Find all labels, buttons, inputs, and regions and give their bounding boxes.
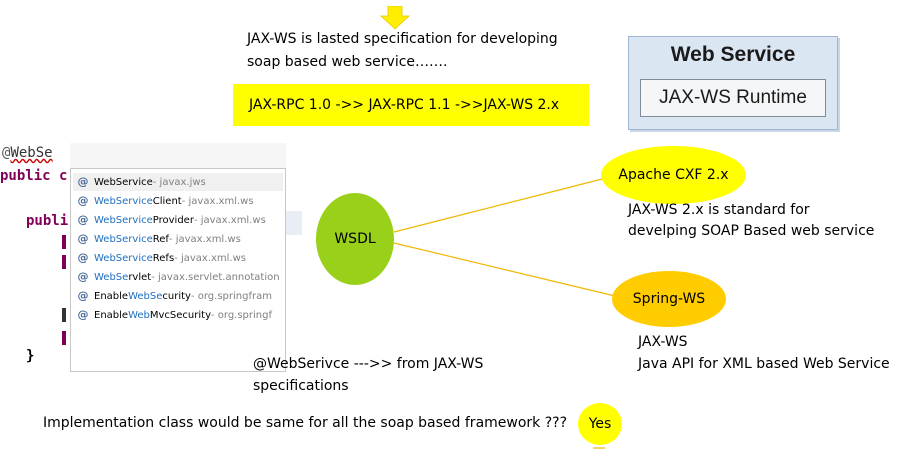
webservice-note-line-1: @WebSerivce --->> from JAX-WS	[253, 356, 484, 372]
code-class-declaration: public c	[0, 168, 68, 184]
web-service-title: Web Service	[670, 43, 796, 66]
cxf-note-line-1: JAX-WS 2.x is standard for	[628, 202, 810, 218]
code-annotation-line: @WebSe	[2, 145, 53, 161]
code-fragment	[62, 255, 66, 269]
popup-detail-tab	[286, 211, 302, 235]
spring-ws-label: Spring-WS	[632, 291, 706, 307]
yes-label: Yes	[588, 416, 612, 432]
yes-node: Yes	[578, 403, 622, 445]
annotation-typed: WebSe	[10, 145, 53, 161]
apache-cxf-label: Apache CXF 2.x	[618, 167, 729, 183]
code-method-declaration: publi	[26, 213, 69, 229]
down-arrow-icon	[380, 6, 410, 30]
annotation-icon: @	[77, 194, 89, 207]
ide-editor-strip	[70, 143, 286, 170]
apache-cxf-node: Apache CXF 2.x	[601, 146, 746, 204]
annotation-at: @	[2, 145, 11, 161]
spring-note-line-2: Java API for XML based Web Service	[638, 356, 890, 372]
annotation-icon: @	[77, 308, 89, 321]
wsdl-node: WSDL	[316, 193, 394, 285]
code-fragment	[62, 331, 66, 345]
webservice-note-line-2: specifications	[253, 378, 349, 394]
web-service-box: Web Service JAX-WS Runtime	[628, 36, 838, 130]
annotation-icon: @	[77, 175, 89, 188]
question-text: Implementation class would be same for a…	[43, 415, 568, 431]
cxf-note-line-2: develping SOAP Based web service	[628, 223, 875, 239]
spring-ws-node: Spring-WS	[612, 271, 726, 327]
version-history-banner: JAX-RPC 1.0 ->> JAX-RPC 1.1 ->>JAX-WS 2.…	[233, 84, 589, 126]
connector-wsdl-cxf	[393, 177, 607, 233]
jaxws-runtime-label: JAX-WS Runtime	[659, 87, 807, 108]
annotation-icon: @	[77, 232, 89, 245]
ide-code-editor[interactable]: @WebSe public c publi	[0, 143, 70, 375]
intro-line-1: JAX-WS is lasted specification for devel…	[247, 31, 558, 47]
intro-line-2: soap based web service…….	[247, 54, 448, 70]
annotation-icon: @	[77, 213, 89, 226]
connector-wsdl-spring	[393, 242, 616, 297]
code-fragment	[62, 235, 66, 249]
autocomplete-item[interactable]: @ WebService - javax.jws	[73, 173, 283, 191]
wsdl-label: WSDL	[334, 231, 376, 247]
code-closing-brace: }	[26, 348, 35, 364]
annotation-icon: @	[77, 270, 89, 283]
code-fragment	[62, 308, 66, 322]
banner-text: JAX-RPC 1.0 ->> JAX-RPC 1.1 ->>JAX-WS 2.…	[249, 97, 560, 113]
jaxws-runtime-box: JAX-WS Runtime	[640, 79, 826, 117]
spring-note-line-1: JAX-WS	[638, 334, 688, 350]
annotation-icon: @	[77, 289, 89, 302]
annotation-icon: @	[77, 251, 89, 264]
